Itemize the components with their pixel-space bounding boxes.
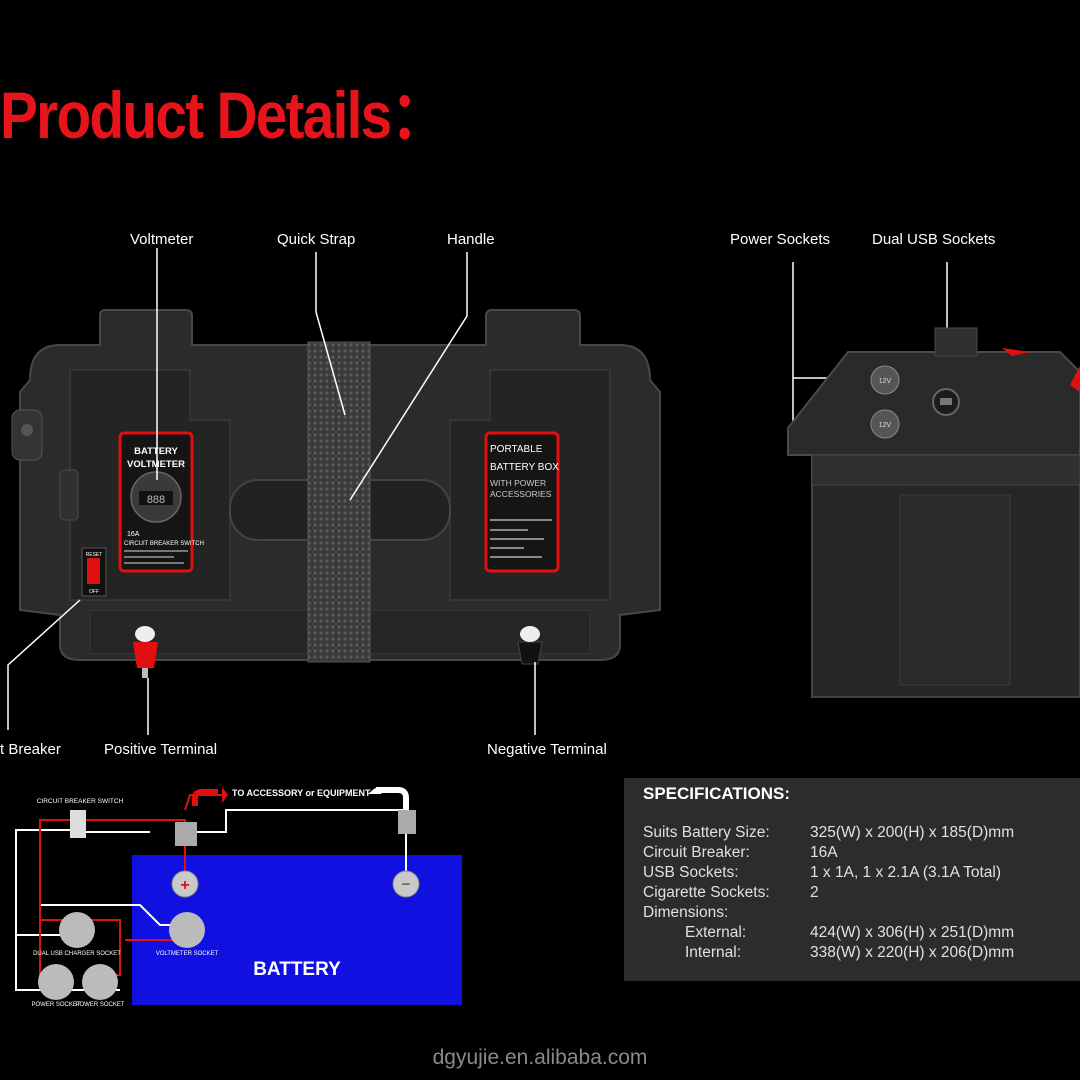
- wiring-diagram: BATTERY + − CIRCUIT BREAKER SWITCH TO AC…: [15, 787, 462, 1008]
- battery-text: BATTERY: [253, 959, 341, 980]
- callout-quick-strap: Quick Strap: [277, 231, 356, 248]
- power-socket-icon: [870, 365, 900, 395]
- panel-amp-text: 16A: [127, 531, 140, 538]
- usb-charger-text: DUAL USB CHARGER SOCKET: [33, 951, 121, 957]
- spec-value: 1 x 1A, 1 x 2.1A (3.1A Total): [810, 864, 1001, 881]
- power-socket-2-text: POWER SOCKET: [75, 1002, 124, 1008]
- spec-key: Circuit Breaker:: [643, 844, 750, 861]
- callout-dual-usb-sockets: Dual USB Sockets: [872, 231, 996, 248]
- positive-post-icon: [171, 870, 199, 898]
- negative-post-icon: [392, 870, 420, 898]
- minus-text: −: [402, 876, 411, 893]
- power-socket-2-icon: [82, 964, 118, 1000]
- spec-value: 16A: [810, 844, 838, 861]
- circuit-breaker-switch: RESET OFF: [81, 547, 107, 597]
- negative-clamp: [398, 810, 416, 834]
- quick-strap: [307, 341, 371, 663]
- callout-positive-terminal: Positive Terminal: [104, 741, 218, 758]
- socket-12v-bottom: 12V: [879, 422, 892, 429]
- panel-accessories-text: ACCESSORIES: [490, 489, 552, 499]
- battery-box-side: 12V 12V: [787, 327, 1080, 698]
- spec-value: 338(W) x 220(H) x 206(D)mm: [810, 944, 1015, 961]
- positive-clamp: [175, 822, 197, 846]
- breaker-switch-icon: [70, 810, 86, 838]
- spec-key: Internal:: [685, 944, 742, 961]
- callout-voltmeter: Voltmeter: [130, 231, 194, 248]
- socket-12v-top: 12V: [879, 378, 892, 385]
- specifications-heading: SPECIFICATIONS:: [643, 784, 791, 803]
- cb-switch-text: CIRCUIT BREAKER SWITCH: [37, 798, 124, 805]
- spec-value: 424(W) x 306(H) x 251(D)mm: [810, 924, 1015, 941]
- spec-key: Dimensions:: [643, 904, 729, 921]
- svg-text:888: 888: [147, 494, 165, 506]
- usb-charger-socket-icon: [59, 912, 95, 948]
- negative-terminal: [517, 626, 543, 665]
- spec-value: 325(W) x 200(H) x 185(D)mm: [810, 824, 1015, 841]
- spec-key: Cigarette Sockets:: [643, 884, 770, 901]
- callout-handle: Handle: [447, 231, 495, 248]
- portable-box-label-panel: PORTABLE BATTERY BOX WITH POWER ACCESSOR…: [484, 431, 560, 573]
- page-title: Product Details：: [0, 78, 447, 152]
- panel-with-power-text: WITH POWER: [490, 478, 546, 488]
- voltmeter-label-panel: BATTERY VOLTMETER 888 16A CIRCUIT BREAKE…: [118, 431, 204, 573]
- positive-terminal: [133, 626, 158, 678]
- spec-key: USB Sockets:: [643, 864, 739, 881]
- watermark: dgyujie.en.alibaba.com: [432, 1046, 648, 1069]
- callout-power-sockets: Power Sockets: [730, 231, 831, 248]
- to-accessory-text: TO ACCESSORY or EQUIPMENT: [232, 788, 371, 798]
- plus-text: +: [180, 877, 189, 894]
- panel-voltmeter-text: VOLTMETER: [127, 459, 185, 470]
- panel-battery-box-text: BATTERY BOX: [490, 462, 559, 473]
- spec-key: Suits Battery Size:: [643, 824, 770, 841]
- panel-cb-text: CIRCUIT BREAKER SWITCH: [124, 541, 204, 547]
- specifications-panel: SPECIFICATIONS: Suits Battery Size: 325(…: [624, 778, 1080, 981]
- panel-portable-text: PORTABLE: [490, 444, 543, 455]
- spec-value: 2: [810, 884, 819, 901]
- voltmeter-socket-text: VOLTMETER SOCKET: [156, 951, 219, 957]
- spec-key: External:: [685, 924, 747, 941]
- reset-text: RESET: [86, 552, 103, 558]
- power-socket-icon: [870, 409, 900, 439]
- callout-circuit-breaker: t Breaker: [0, 741, 61, 758]
- off-text: OFF: [89, 589, 99, 595]
- power-socket-1-text: POWER SOCKET: [31, 1002, 80, 1008]
- power-socket-1-icon: [38, 964, 74, 1000]
- callout-negative-terminal: Negative Terminal: [487, 741, 607, 758]
- voltmeter-socket-icon: [169, 912, 205, 948]
